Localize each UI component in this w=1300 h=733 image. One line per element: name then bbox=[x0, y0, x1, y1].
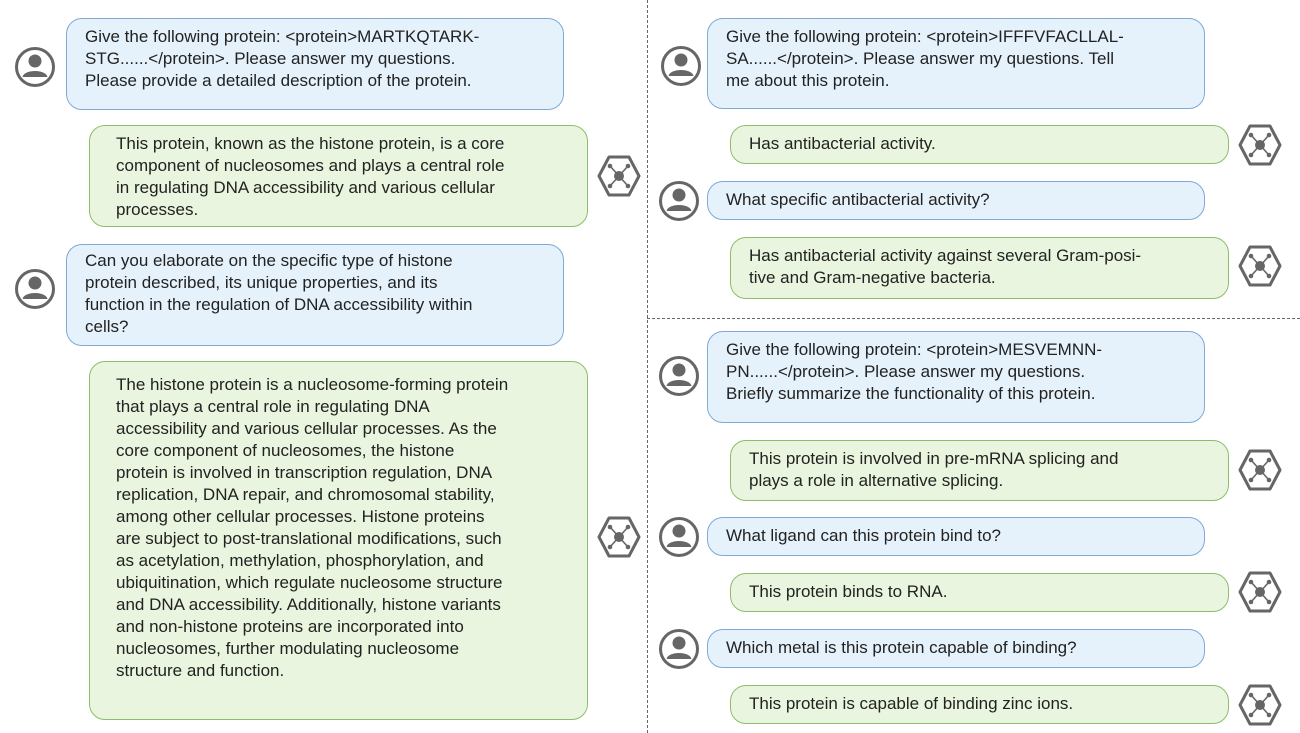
user-message: Give the following protein: <protein>IFF… bbox=[707, 18, 1205, 109]
molecule-hexagon-icon bbox=[1238, 245, 1282, 287]
panel-divider-horizontal bbox=[647, 318, 1300, 319]
molecule-hexagon-icon bbox=[1238, 124, 1282, 166]
molecule-hexagon-icon bbox=[1238, 449, 1282, 491]
panel-divider-vertical bbox=[647, 0, 648, 733]
user-avatar-icon bbox=[659, 517, 699, 557]
user-message: Which metal is this protein capable of b… bbox=[707, 629, 1205, 668]
user-message: Give the following protein: <protein>MAR… bbox=[66, 18, 564, 110]
assistant-message: This protein is capable of binding zinc … bbox=[730, 685, 1229, 724]
user-message: Give the following protein: <protein>MES… bbox=[707, 331, 1205, 423]
molecule-hexagon-icon bbox=[1238, 571, 1282, 613]
molecule-hexagon-icon bbox=[1238, 684, 1282, 726]
user-message: What ligand can this protein bind to? bbox=[707, 517, 1205, 556]
assistant-message: Has antibacterial activity. bbox=[730, 125, 1229, 164]
assistant-message: This protein binds to RNA. bbox=[730, 573, 1229, 612]
user-avatar-icon bbox=[659, 356, 699, 396]
assistant-message: Has antibacterial activity against sever… bbox=[730, 237, 1229, 299]
user-avatar-icon bbox=[661, 46, 701, 86]
user-avatar-icon bbox=[659, 181, 699, 221]
molecule-hexagon-icon bbox=[597, 516, 641, 558]
user-avatar-icon bbox=[15, 269, 55, 309]
user-message: What specific antibacterial activity? bbox=[707, 181, 1205, 220]
assistant-message: This protein is involved in pre-mRNA spl… bbox=[730, 440, 1229, 501]
assistant-message: This protein, known as the histone prote… bbox=[89, 125, 588, 227]
user-avatar-icon bbox=[15, 47, 55, 87]
assistant-message: The histone protein is a nucleosome-form… bbox=[89, 361, 588, 720]
user-message: Can you elaborate on the specific type o… bbox=[66, 244, 564, 346]
molecule-hexagon-icon bbox=[597, 155, 641, 197]
user-avatar-icon bbox=[659, 629, 699, 669]
